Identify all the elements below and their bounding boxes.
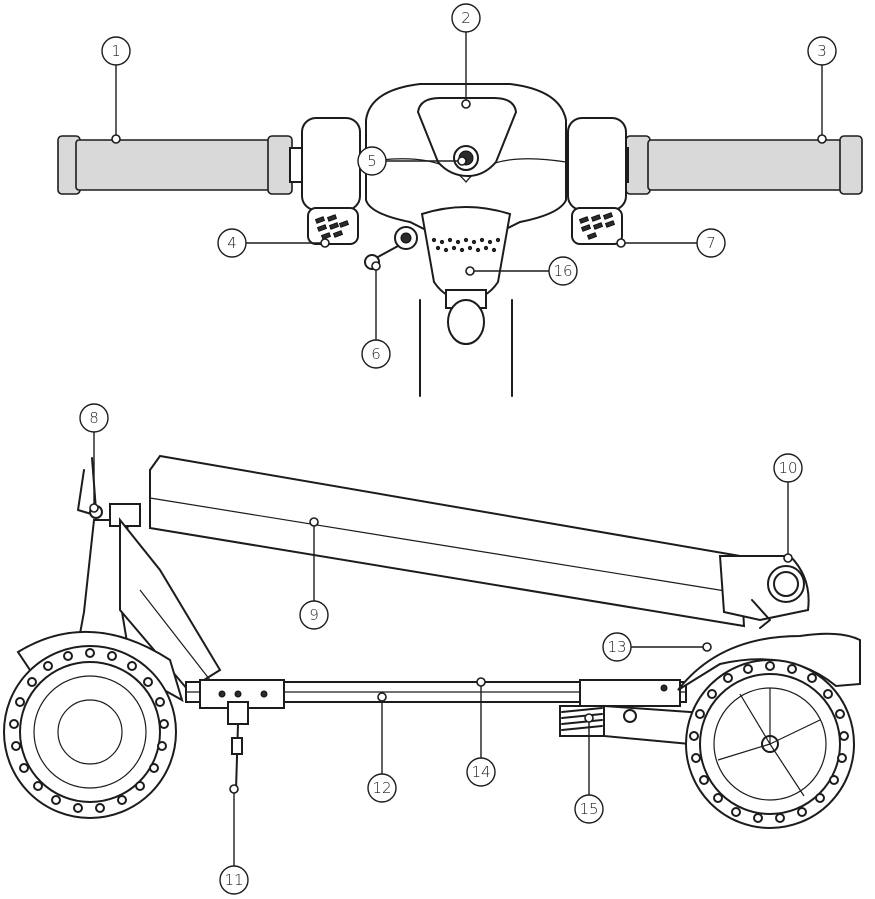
- callout-8-label: 8: [89, 409, 99, 427]
- callout-7-label: 7: [706, 234, 716, 252]
- callout-1: 1: [102, 37, 130, 143]
- callout-14-label: 14: [471, 763, 490, 781]
- callout-16-label: 16: [553, 262, 572, 280]
- left-control-pod: [302, 118, 360, 244]
- rear-wheel: [686, 660, 854, 828]
- right-control-pod: [568, 118, 626, 244]
- callout-6: 6: [362, 262, 390, 368]
- callout-3-label: 3: [817, 42, 827, 60]
- front-wheel: [4, 646, 176, 818]
- handlebar-top-view: [58, 84, 862, 396]
- callout-11: 11: [220, 785, 248, 894]
- folded-stem: [150, 456, 809, 628]
- callout-6-label: 6: [371, 345, 381, 363]
- callout-12: 12: [368, 693, 396, 802]
- callout-13: 13: [603, 633, 711, 661]
- callout-4-label: 4: [227, 234, 237, 252]
- callout-2-label: 2: [461, 9, 471, 27]
- callout-8: 8: [80, 404, 108, 512]
- callout-10-label: 10: [778, 459, 797, 477]
- callout-13-label: 13: [607, 638, 626, 656]
- callout-7: 7: [617, 229, 725, 257]
- callout-5-label: 5: [367, 152, 377, 170]
- callout-1-label: 1: [111, 42, 121, 60]
- scooter-side-view: [4, 456, 860, 828]
- callout-9-label: 9: [309, 606, 319, 624]
- kickstand: [228, 702, 248, 790]
- callout-15-label: 15: [579, 800, 598, 818]
- callout-3: 3: [808, 37, 836, 143]
- center-housing: [365, 84, 566, 344]
- deck: [186, 680, 686, 708]
- callout-12-label: 12: [372, 779, 391, 797]
- callout-10: 10: [774, 454, 802, 562]
- left-grip: [58, 136, 304, 194]
- right-grip: [614, 136, 862, 194]
- callout-11-label: 11: [224, 871, 243, 889]
